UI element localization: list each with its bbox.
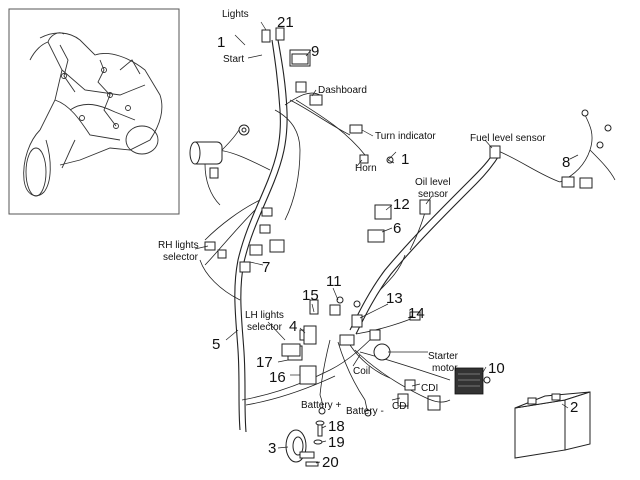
handlebar-switch: [189, 124, 250, 206]
callout-19: 19: [328, 434, 345, 451]
fuel-sensor-harness: [489, 109, 616, 189]
callout-14: 14: [408, 305, 425, 322]
label-dashboard: Dashboard: [318, 85, 367, 96]
inset-frame: [8, 8, 180, 215]
callout-9: 9: [311, 43, 319, 60]
leader-lines: [194, 21, 579, 464]
callout-1-top: 1: [217, 34, 225, 51]
label-starter-motor-line1: Starter: [428, 351, 459, 362]
harness-connectors: [204, 27, 431, 407]
callout-17: 17: [256, 354, 273, 371]
label-lh-lights-selector-line1: LH lights: [245, 310, 284, 321]
label-start: Start: [223, 54, 244, 65]
callout-5: 5: [212, 336, 220, 353]
callout-11: 11: [326, 273, 342, 290]
callout-18: 18: [328, 418, 345, 435]
label-horn: Horn: [355, 163, 377, 174]
callout-10: 10: [488, 360, 505, 377]
callout-1-right: 1: [401, 151, 409, 168]
callout-13: 13: [386, 290, 403, 307]
callout-numbers: 1 21 9 1 8 12 6 7 11 15 13 14 4 5 17 16 …: [212, 14, 578, 471]
battery-part: [514, 391, 591, 459]
label-lh-lights-selector-line2: selector: [247, 322, 283, 333]
component-labels: Lights Start Dashboard Turn indicator Ho…: [158, 9, 546, 417]
callout-6: 6: [393, 220, 401, 237]
callout-20: 20: [322, 454, 339, 471]
scooter-sketch: [23, 32, 163, 197]
label-battery-plus: Battery +: [301, 400, 341, 411]
label-rh-lights-selector-line1: RH lights: [158, 240, 199, 251]
label-battery-minus: Battery -: [346, 406, 384, 417]
label-starter-motor-line2: motor: [432, 363, 458, 374]
callout-3: 3: [268, 440, 276, 457]
battery-leads: [318, 394, 372, 417]
label-lights: Lights: [222, 9, 249, 20]
label-oil-level-sensor-line1: Oil level: [415, 177, 451, 188]
callout-12: 12: [393, 196, 410, 213]
rear-harness: [319, 149, 561, 401]
label-cdi-b: CDI: [392, 401, 409, 412]
regulator-part: [419, 367, 491, 411]
label-oil-level-sensor-line2: sensor: [418, 189, 449, 200]
scooter-inset: [8, 8, 180, 215]
bracket-parts: [281, 325, 317, 385]
label-rh-lights-selector-line2: selector: [163, 252, 199, 263]
label-turn-indicator: Turn indicator: [375, 131, 436, 142]
callout-4: 4: [289, 318, 297, 335]
label-fuel-level-sensor: Fuel level sensor: [470, 133, 546, 144]
callout-15: 15: [302, 287, 319, 304]
callout-8: 8: [562, 154, 570, 171]
callout-16: 16: [269, 369, 286, 386]
callout-7: 7: [262, 259, 270, 276]
callout-2: 2: [570, 399, 578, 416]
main-harness: [199, 39, 381, 433]
horn-part: [285, 429, 315, 463]
label-cdi-a: CDI: [421, 383, 438, 394]
callout-21: 21: [277, 14, 294, 31]
label-coil: Coil: [353, 366, 370, 377]
